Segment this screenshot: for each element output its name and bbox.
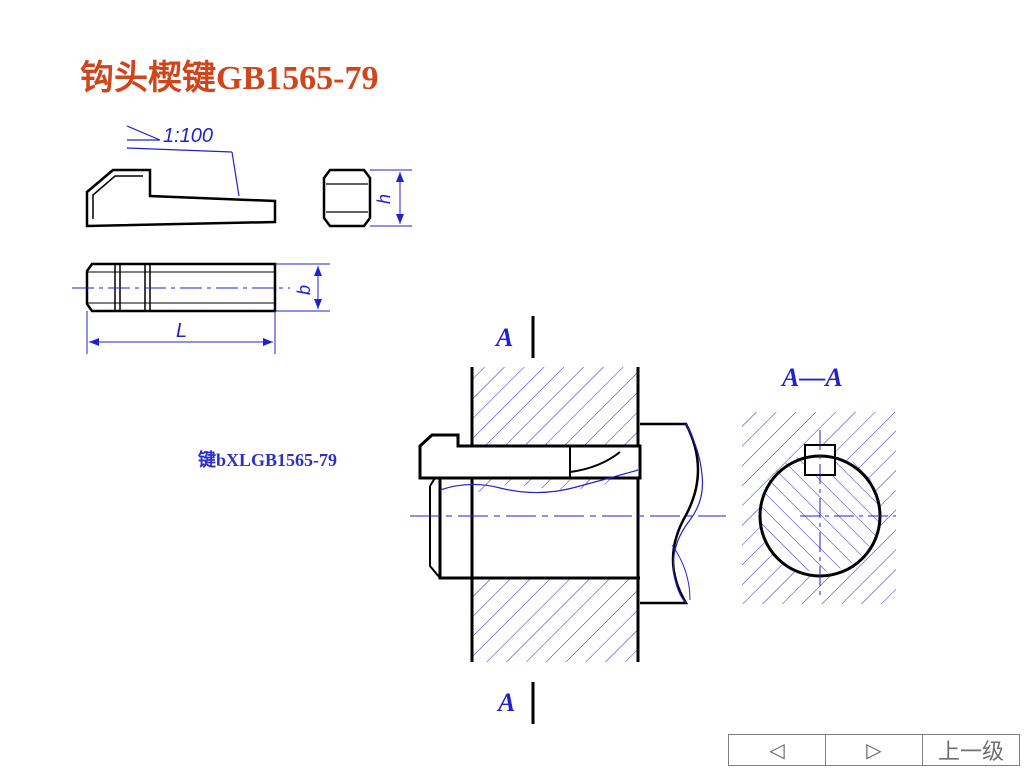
section-marker-bottom: A	[496, 688, 515, 717]
previous-button[interactable]: ◁	[729, 735, 826, 765]
key-designation: 键bXLGB1565-79	[198, 450, 338, 470]
width-label: b	[294, 285, 314, 295]
section-view: A—A	[742, 363, 896, 604]
previous-icon: ◁	[769, 738, 785, 762]
key-side-view: 1:100	[85, 125, 277, 228]
page-title: 钩头楔键GB1565-79	[80, 60, 379, 97]
section-view-label: A—A	[780, 363, 843, 392]
next-button[interactable]: ▷	[826, 735, 923, 765]
taper-symbol-icon	[126, 125, 161, 141]
taper-label: 1:100	[163, 125, 213, 147]
length-label: L	[176, 320, 187, 342]
section-marker-top: A	[494, 323, 513, 352]
key-end-view: h	[322, 168, 412, 228]
up-level-button[interactable]: 上一级	[923, 735, 1019, 765]
height-label: h	[374, 194, 394, 204]
navigation-bar: ◁ ▷ 上一级	[728, 734, 1020, 766]
assembly-view: A A	[410, 316, 726, 724]
key-top-view: b L	[72, 262, 330, 354]
next-icon: ▷	[866, 738, 882, 762]
up-level-label: 上一级	[937, 740, 1004, 765]
